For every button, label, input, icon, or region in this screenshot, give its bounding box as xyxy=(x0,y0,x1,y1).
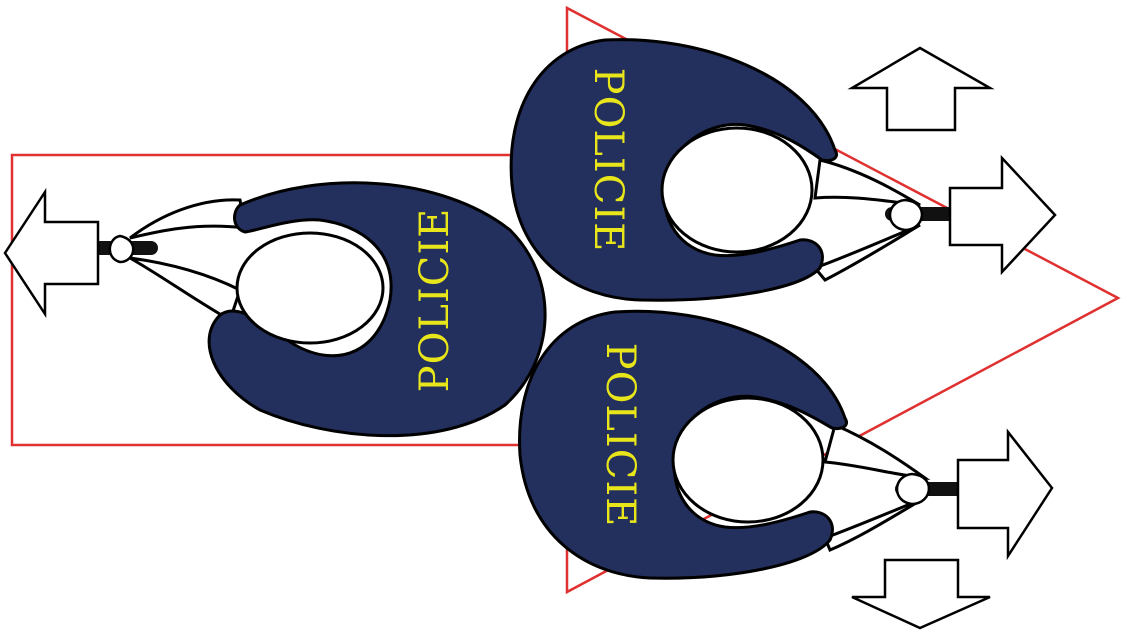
vest-label-left: POLICIE xyxy=(412,208,458,393)
officer-bottom-right: POLICIE xyxy=(518,309,1013,580)
head-bottom-right-officer xyxy=(671,396,825,524)
hand-top-right-officer xyxy=(888,198,924,232)
arm-top-right-officer-upper xyxy=(813,158,921,207)
hand-left-officer xyxy=(108,234,135,264)
arrow-left-icon xyxy=(3,187,100,319)
head-top-right-officer xyxy=(660,126,814,254)
arm-left-officer-upper xyxy=(129,198,247,240)
officer-top-right: POLICIE xyxy=(509,38,1003,302)
arrow-right-bottom-icon xyxy=(956,428,1054,561)
arm-bottom-right-officer-upper xyxy=(823,422,931,481)
officer-left: POLICIE xyxy=(40,181,547,438)
vest-label-bottom-right: POLICIE xyxy=(597,343,643,528)
head-left-officer xyxy=(235,231,385,345)
hand-bottom-right-officer xyxy=(895,472,931,506)
arrow-down-icon xyxy=(851,558,991,630)
arm-bottom-right-officer-lower xyxy=(823,496,926,552)
arm-top-right-officer-lower xyxy=(812,223,921,282)
arm-left-officer-lower xyxy=(129,256,242,323)
arrow-up-icon xyxy=(847,46,995,132)
vest-top-right-officer xyxy=(509,38,838,302)
vest-left-officer xyxy=(207,181,547,438)
arrow-right-top-icon xyxy=(948,154,1057,276)
vest-label-top-right: POLICIE xyxy=(585,68,631,253)
